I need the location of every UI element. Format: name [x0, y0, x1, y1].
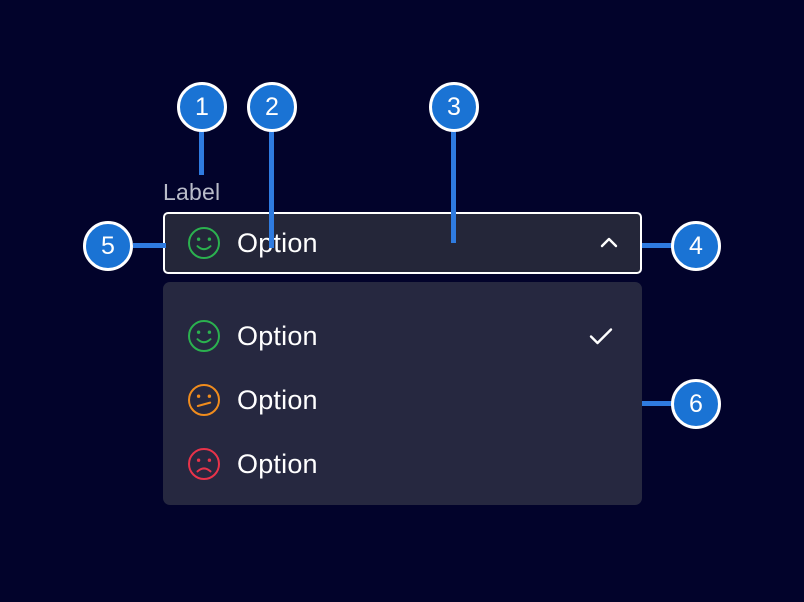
- dropdown-option-3[interactable]: Option: [163, 432, 642, 496]
- callout-connector-2: [269, 130, 274, 248]
- callout-badge-5[interactable]: 5: [83, 221, 133, 271]
- callout-badge-1[interactable]: 1: [177, 82, 227, 132]
- face-sad-icon: [188, 448, 220, 480]
- face-happy-icon: [188, 320, 220, 352]
- callout-badge-4-number: 4: [689, 231, 703, 260]
- select-field-value: Option: [187, 226, 596, 260]
- callout-badge-6[interactable]: 6: [671, 379, 721, 429]
- dropdown-option-1-content: Option: [187, 319, 586, 353]
- dropdown-option-2-content: Option: [187, 383, 586, 417]
- callout-badge-2[interactable]: 2: [247, 82, 297, 132]
- dropdown-menu: Option Option: [163, 282, 642, 505]
- callout-badge-5-number: 5: [101, 231, 115, 260]
- chevron-up-icon[interactable]: [596, 230, 622, 256]
- select-field[interactable]: Option: [163, 212, 642, 274]
- select-field-label: Label: [163, 179, 221, 205]
- dropdown-option-1-label: Option: [237, 320, 318, 351]
- callout-connector-3: [451, 130, 456, 243]
- check-icon: [589, 328, 613, 345]
- callout-badge-6-number: 6: [689, 389, 703, 418]
- callout-connector-1: [199, 130, 204, 175]
- callout-connector-4: [642, 243, 673, 248]
- callout-badge-3[interactable]: 3: [429, 82, 479, 132]
- dropdown-option-3-label: Option: [237, 448, 318, 479]
- dropdown-option-3-content: Option: [187, 447, 586, 481]
- callout-badge-1-number: 1: [195, 92, 209, 121]
- callout-connector-6: [642, 401, 673, 406]
- callout-badge-4[interactable]: 4: [671, 221, 721, 271]
- dropdown-option-2[interactable]: Option: [163, 368, 642, 432]
- face-neutral-icon: [188, 384, 220, 416]
- dropdown-option-2-label: Option: [237, 384, 318, 415]
- select-field-value-text: Option: [237, 227, 318, 258]
- callout-badge-3-number: 3: [447, 92, 461, 121]
- callout-badge-2-number: 2: [265, 92, 279, 121]
- face-happy-icon: [188, 227, 220, 259]
- callout-connector-5: [133, 243, 166, 248]
- dropdown-option-1[interactable]: Option: [163, 304, 642, 368]
